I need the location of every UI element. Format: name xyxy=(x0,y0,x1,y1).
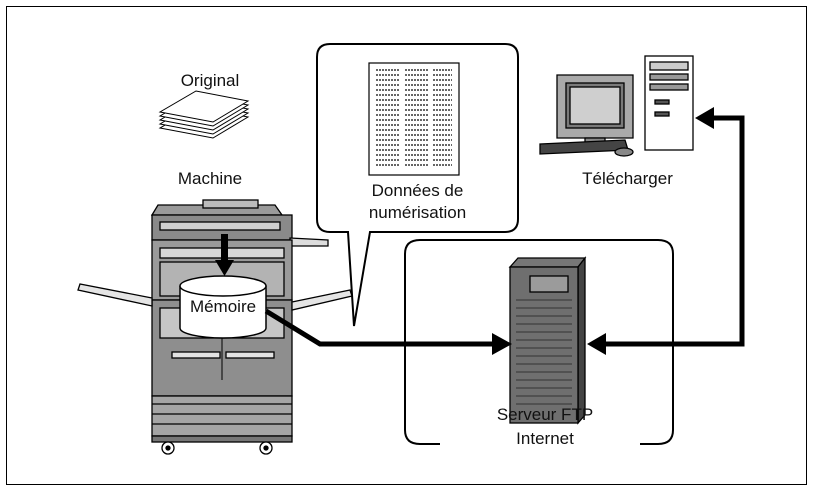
scan-data-label-line2: numérisation xyxy=(368,203,467,222)
ftp-server-label: Serveur FTP xyxy=(496,405,594,424)
memory-label: Mémoire xyxy=(189,297,257,316)
scan-data-label-line1: Données de xyxy=(371,181,464,200)
memory-to-ftp-arrow xyxy=(264,308,512,355)
ftp-to-pc-arrow xyxy=(587,107,745,355)
original-label: Original xyxy=(180,71,240,90)
download-label: Télécharger xyxy=(582,169,673,188)
diagram-frame xyxy=(6,6,807,485)
memory-cylinder-icon xyxy=(179,275,267,339)
ftp-server-icon xyxy=(508,256,587,425)
original-paper-stack-icon xyxy=(158,90,250,139)
desktop-pc-icon xyxy=(539,55,694,157)
machine-label: Machine xyxy=(177,169,243,188)
scan-to-memory-arrow xyxy=(215,234,234,276)
internet-label: Internet xyxy=(516,429,574,448)
scan-document-icon xyxy=(368,62,460,176)
scan-data-bubble xyxy=(316,43,519,327)
internet-zone xyxy=(404,239,674,445)
